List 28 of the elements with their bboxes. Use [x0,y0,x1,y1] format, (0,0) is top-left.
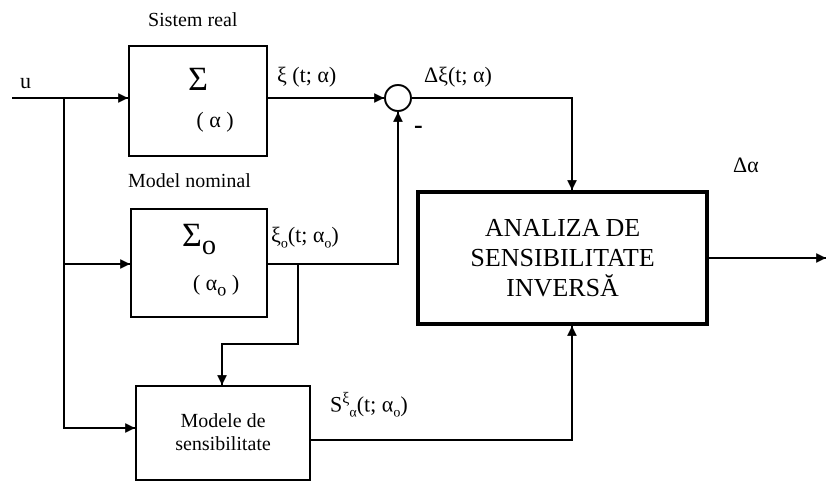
block-text: Modele de sensibilitate [174,410,272,456]
parameter-label: ( α ) [196,107,234,133]
system-symbol: Σ$_{o}$ [182,219,216,260]
sign-label: - [414,112,423,138]
connector-arrow [412,97,577,190]
block-box [128,45,268,157]
block-caption: Model nominal [128,170,251,193]
connector-arrow [709,253,826,263]
block-box [135,385,311,481]
connector-arrow [268,93,384,103]
signal-label: ξ$_{o}$(t; α$_{o}$) [271,222,339,252]
block-text: ANALIZA DE SENSIBILITATE INVERSĂ [469,213,656,303]
block-box [416,190,709,326]
block-caption: Sistem real [148,9,238,32]
connector-arrow [12,93,128,103]
system-symbol: Σ [188,63,208,97]
signal-label: S$^{ξ}$$_{α}$(t; α$_{o}$) [330,390,408,422]
signal-label: ξ (t; α) [277,62,336,88]
connector-arrow [311,326,577,441]
block-box [130,208,268,318]
signal-label: Δα [733,152,759,178]
connector-arrow [63,98,130,269]
signal-label: u [20,68,31,94]
signal-label: Δξ(t; α) [424,62,492,88]
connector-arrow [63,264,135,433]
summing-junction [384,84,412,112]
connector-arrow [217,263,299,385]
parameter-label: ( α$_{o}$ ) [192,270,240,301]
